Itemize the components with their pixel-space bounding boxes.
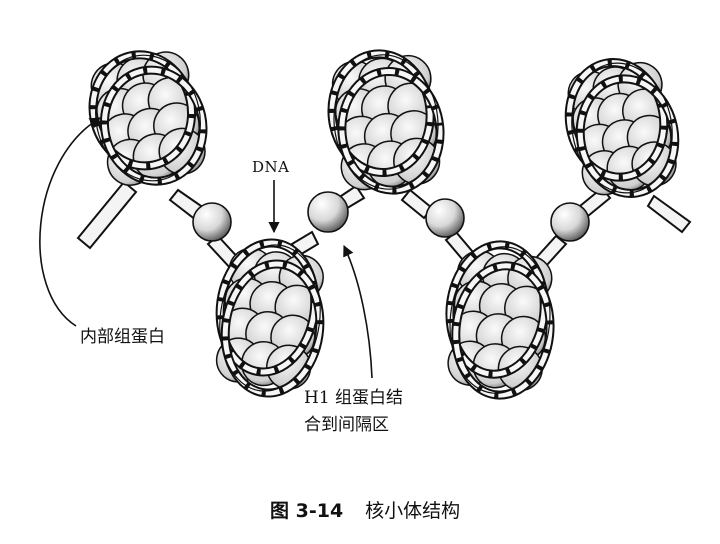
- linker-tail-right: [648, 196, 690, 232]
- h1-bead: [308, 192, 348, 232]
- nucleosome-core: [560, 54, 683, 203]
- dna-label: DNA: [252, 158, 289, 176]
- figure-title: 核小体结构: [365, 500, 460, 522]
- nucleosome-core: [326, 48, 446, 196]
- nucleosome-cores: [83, 44, 684, 400]
- h1-label-line2: 合到间隔区: [304, 412, 403, 439]
- nucleosome-core: [442, 240, 559, 400]
- nucleosome-core: [83, 44, 213, 192]
- h1-label-line1: H1 组蛋白结: [304, 385, 403, 412]
- linker-dna: [78, 182, 690, 270]
- linker-tail-left: [78, 182, 136, 248]
- figure-caption: 图 3-14 核小体结构: [270, 496, 460, 523]
- h1-histone-label: H1 组蛋白结 合到间隔区: [304, 385, 403, 439]
- h1-arrow: [344, 246, 372, 378]
- figure-number: 图 3-14: [270, 500, 343, 522]
- h1-bead: [426, 199, 464, 237]
- core-histone-label: 内部组蛋白: [80, 322, 165, 347]
- h1-bead: [193, 203, 231, 241]
- h1-bead: [551, 203, 589, 241]
- h1-beads: [193, 192, 589, 241]
